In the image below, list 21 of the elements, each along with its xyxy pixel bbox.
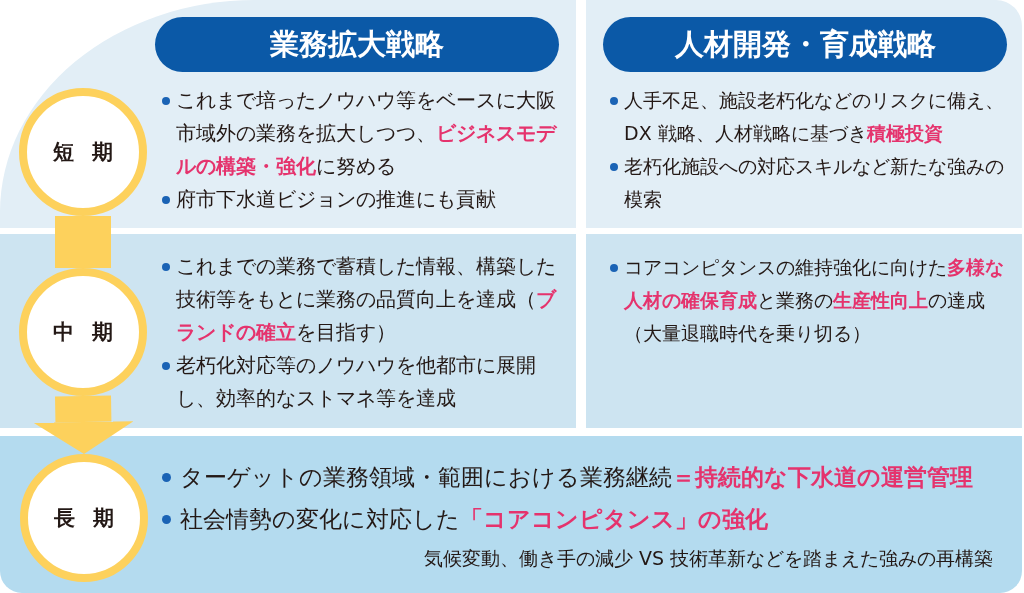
bullet-text: 老朽化施設への対応スキルなど新たな強みの模索: [624, 154, 1005, 212]
column-heading: 業務拡大戦略: [155, 17, 559, 72]
info-panel: [0, 436, 1022, 593]
bullet-text: これまで培ったノウハウ等をベースに大阪市域外の業務を拡大しつつ、ビジネスモデルの構築・強化に努める: [176, 87, 558, 180]
info-panel: [0, 234, 576, 428]
term-circle: 短期: [19, 88, 147, 216]
arrow: [33, 395, 134, 454]
term-circle: 中期: [19, 268, 147, 396]
note-text: 気候変動、働き手の減少 VS 技術革新などを踏まえた強みの再構築: [422, 546, 993, 571]
bullet-text: ターゲットの業務領域・範囲における業務継続＝持続的な下水道の運営管理: [180, 463, 974, 492]
bullet-text: これまでの業務で蓄積した情報、構築した技術等をもとに業務の品質向上を達成（ブランドの確立を目指す）: [176, 253, 558, 346]
bullet-text: 社会情勢の変化に対応した「コアコンピタンス」の強化: [180, 505, 769, 534]
column-heading: 人材開発・育成戦略: [603, 17, 1007, 72]
info-panel: [586, 0, 1022, 228]
bullet-text: 府市下水道ビジョンの推進にも貢献: [176, 186, 497, 213]
bullet-text: 老朽化対応等のノウハウを他都市に展開し、効率的なストマネ等を達成: [176, 352, 537, 412]
info-panel: [586, 234, 1022, 428]
bullet-text: 人手不足、施設老朽化などのリスクに備え、DX 戦略、人材戦略に基づき積極投資: [624, 88, 1005, 146]
info-panel: [0, 0, 576, 228]
bullet-text: コアコンピタンスの維持強化に向けた多様な人材の確保育成と業務の生産性向上の達成（大量退職時代を乗り切る）: [624, 255, 1005, 346]
term-circle: 長期: [20, 454, 148, 582]
